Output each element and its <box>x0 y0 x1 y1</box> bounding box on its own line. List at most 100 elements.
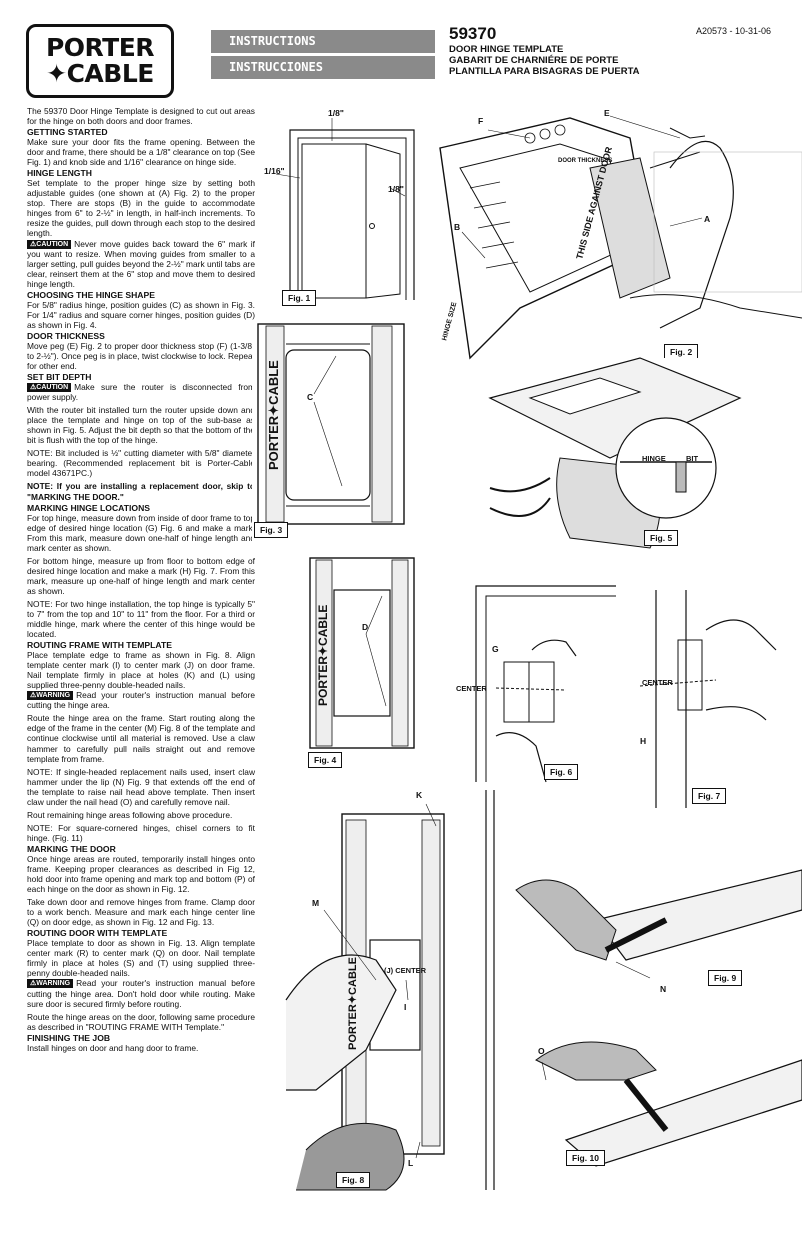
heading-marking-hinge-locations: MARKING HINGE LOCATIONS <box>27 502 151 513</box>
note-nails: NOTE: If single-headed replacement nails… <box>27 766 255 807</box>
fig5-label: Fig. 5 <box>644 530 679 546</box>
warning-badge: ⚠WARNING <box>27 979 74 989</box>
fig6-callout-g: G <box>492 644 499 654</box>
fig8-callout-k: K <box>416 790 423 800</box>
heading-getting-started: GETTING STARTED <box>27 127 108 138</box>
fig8-callout-l: L <box>408 1158 414 1168</box>
title-spanish: PLANTILLA PARA BISAGRAS DE PUERTA <box>449 66 640 77</box>
fig8-callout-m: M <box>312 898 320 908</box>
hinge-length-text: Set template to the proper hinge size by… <box>27 178 255 239</box>
route-frame-text-2: Route the hinge area on the frame. Start… <box>27 713 255 764</box>
fig4-callout-d: D <box>362 622 369 632</box>
routing-frame-text: Place template edge to frame as shown in… <box>27 650 255 691</box>
frame-edge-lines <box>485 790 495 1190</box>
figure-8: K M (J) CENTER I L PORTER✦CABLE Fig. 8 <box>285 790 452 1191</box>
door-frame-illustration <box>275 118 415 300</box>
heading-set-bit-depth: SET BIT DEPTH <box>27 372 92 383</box>
note-replacement-door: NOTE: If you are installing a replacemen… <box>27 481 255 502</box>
figure-2: F E B A DOOR THICKNESS THIS SIDE AGAINST… <box>439 108 802 364</box>
instructions-bar-en: INSTRUCTIONS <box>211 30 435 53</box>
marking-top-text: For top hinge, measure down from inside … <box>27 512 255 553</box>
template-radius-guides <box>257 323 405 525</box>
fig1-hinge-clearance: 1/16" <box>264 166 285 176</box>
fig8-label: Fig. 8 <box>336 1172 371 1188</box>
logo-line1: PORTER <box>45 33 155 62</box>
route-door-text-2: Route the hinge areas on the door, follo… <box>27 1011 255 1032</box>
title-english: DOOR HINGE TEMPLATE <box>449 44 564 55</box>
fig8-brand: PORTER✦CABLE <box>347 957 359 1050</box>
figure-4: PORTER✦CABLE D Fig. 4 <box>306 556 424 770</box>
getting-started-text: Make sure your door fits the frame openi… <box>27 137 255 168</box>
fig2-callout-f: F <box>478 116 484 126</box>
heading-routing-frame: ROUTING FRAME WITH TEMPLATE <box>27 640 172 651</box>
caution-badge: ⚠CAUTION <box>27 239 72 249</box>
heading-choosing-shape: CHOOSING THE HINGE SHAPE <box>27 289 155 300</box>
logo-line2: ✦CABLE <box>46 59 154 88</box>
fig5-hinge: HINGE <box>642 454 666 463</box>
fig1-label: Fig. 1 <box>282 290 317 306</box>
document-id: A20573 - 10-31-06 <box>696 26 772 36</box>
fig7-center: CENTER <box>642 678 673 687</box>
rout-remaining-text: Rout remaining hinge areas following abo… <box>27 809 233 820</box>
heading-marking-door: MARKING THE DOOR <box>27 843 116 854</box>
mark-bottom-hinge-illustration <box>639 590 777 808</box>
fig3-callout-c: C <box>307 392 314 402</box>
fig9-label: Fig. 9 <box>708 970 743 986</box>
porter-cable-logo: PORTER ✦CABLE <box>26 24 174 98</box>
fig3-label: Fig. 3 <box>254 522 289 538</box>
marking-bottom-text: For bottom hinge, measure up from floor … <box>27 555 255 596</box>
fig10-callout-o: O <box>538 1046 545 1056</box>
fig2-callout-e: E <box>604 108 610 118</box>
router-bit-depth-illustration <box>488 357 742 549</box>
title-french: GABARIT DE CHARNIÉRE DE PORTE <box>449 55 619 66</box>
hammer-lip-illustration <box>515 869 802 979</box>
fig1-knob-clearance: 1/8" <box>388 184 404 194</box>
figure-1: 1/8" 1/16" 1/8" Fig. 1 <box>262 108 432 308</box>
fig5-bit: BIT <box>686 454 699 463</box>
fig10-label: Fig. 10 <box>566 1150 605 1166</box>
routing-door-text: Place template to door as shown in Fig. … <box>27 938 255 979</box>
note-two-hinge: NOTE: For two hinge installation, the to… <box>27 598 255 640</box>
warning-text-2: Read your router's instruction manual be… <box>27 978 255 1009</box>
figure-10: O Fig. 10 <box>516 1020 802 1170</box>
caution-text-2: Make sure the router is disconnected fro… <box>27 382 255 403</box>
intro-paragraph: The 59370 Door Hinge Template is designe… <box>27 106 255 127</box>
heading-door-thickness: DOOR THICKNESS <box>27 330 105 341</box>
fig1-top-clearance: 1/8" <box>328 108 344 118</box>
bit-depth-text: With the router bit installed turn the r… <box>27 405 255 446</box>
figure-3: PORTER✦CABLE C Fig. 3 <box>252 320 424 542</box>
fig7-callout-h: H <box>640 736 647 746</box>
finishing-text: Install hinges on door and hang door to … <box>27 1042 199 1053</box>
mark-top-hinge-illustration <box>475 585 616 783</box>
choosing-shape-text: For 5/8" radius hinge, position guides (… <box>27 299 255 330</box>
fig4-brand: PORTER✦CABLE <box>316 604 330 706</box>
template-square-guides <box>309 557 415 749</box>
figure-7: CENTER H Fig. 7 <box>636 590 802 808</box>
figure-5: HINGE BIT Fig. 5 <box>488 357 802 550</box>
instructions-text-column: The 59370 Door Hinge Template is designe… <box>27 106 255 1053</box>
fig9-callout-n: N <box>660 984 667 994</box>
fig8-j-center: (J) CENTER <box>384 966 427 975</box>
figure-6: G CENTER Fig. 6 <box>456 566 616 783</box>
warning-text-1: Read your router's instruction manual be… <box>27 690 255 711</box>
fig2-callout-b: B <box>454 222 461 232</box>
note-bit: NOTE: Bit included is ½" cutting diamete… <box>27 448 255 479</box>
fig2-callout-a: A <box>704 214 711 224</box>
fig7-label: Fig. 7 <box>692 788 727 804</box>
fig2-door-thickness: DOOR THICKNESS <box>558 158 613 164</box>
template-on-frame-illustration <box>285 803 445 1191</box>
model-number: 59370 <box>449 24 497 43</box>
caution-badge: ⚠CAUTION <box>27 383 72 393</box>
heading-finishing: FINISHING THE JOB <box>27 1032 111 1043</box>
fig6-center: CENTER <box>456 684 487 693</box>
marking-door-text-1: Once hinge areas are routed, temporarily… <box>27 853 255 895</box>
template-guide-illustration <box>439 115 802 360</box>
heading-hinge-length: HINGE LENGTH <box>27 168 92 179</box>
hammer-nail-head-illustration <box>535 1041 802 1167</box>
fig4-label: Fig. 4 <box>308 752 343 768</box>
instructions-bar-es: INSTRUCCIONES <box>211 56 435 79</box>
door-thickness-text: Move peg (E) Fig. 2 to proper door thick… <box>27 340 255 371</box>
figure-9: N Fig. 9 <box>515 850 802 1000</box>
fig8-callout-i: I <box>404 1002 407 1012</box>
fig3-brand: PORTER✦CABLE <box>266 360 281 470</box>
